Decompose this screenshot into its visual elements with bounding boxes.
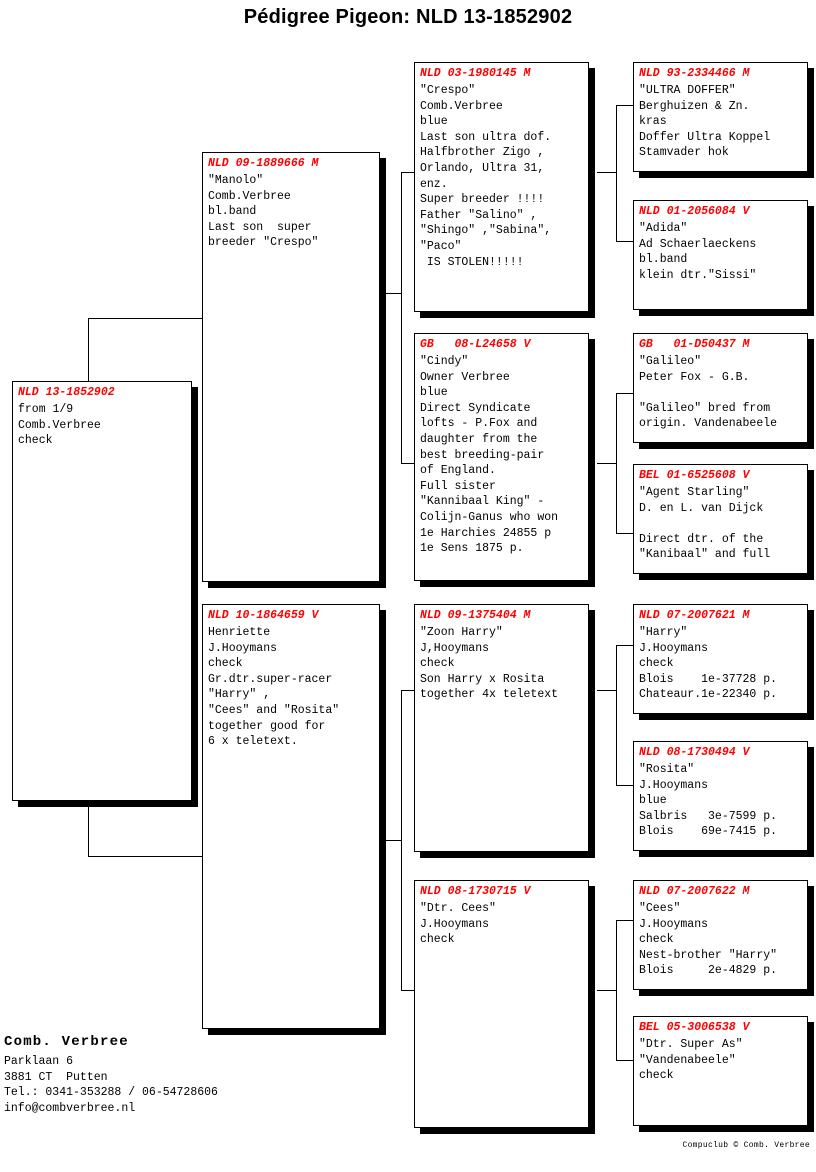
footer-contact-block: Comb. Verbree Parklaan 6 3881 CT Putten … (4, 1034, 324, 1116)
pedigree-id-dam-sire: NLD 09-1375404 M (420, 609, 531, 622)
pedigree-details-sire-dam: "Cindy" Owner Verbree blue Direct Syndic… (420, 355, 559, 556)
pedigree-details-sire-sire: "Crespo" Comb.Verbree blue Last son ultr… (420, 84, 552, 269)
pedigree-box-g4-8[interactable]: BEL 05-3006538 V "Dtr. Super As" "Vanden… (633, 1016, 808, 1126)
pedigree-id-root: NLD 13-1852902 (18, 386, 115, 399)
connector-g3-1-top (616, 105, 634, 106)
pedigree-id-g4-5: NLD 07-2007621 M (639, 609, 750, 622)
pedigree-box-root[interactable]: NLD 13-1852902 from 1/9 Comb.Verbree che… (12, 381, 192, 801)
connector-g3-1-stub (597, 172, 617, 173)
pedigree-id-sire-dam: GB 08-L24658 V (420, 338, 531, 351)
pedigree-id-g4-7: NLD 07-2007622 M (639, 885, 750, 898)
connector-g3-2-top (616, 393, 634, 394)
connector-sire-to-siredam (401, 463, 414, 464)
pedigree-box-g4-3[interactable]: GB 01-D50437 M "Galileo" Peter Fox - G.B… (633, 333, 808, 443)
pedigree-box-sire-sire[interactable]: NLD 03-1980145 M "Crespo" Comb.Verbree b… (414, 62, 589, 312)
pedigree-details-g4-5: "Harry" J.Hooymans check Blois 1e-37728 … (639, 626, 778, 702)
connector-root-to-dam (88, 856, 202, 857)
connector-g3-3-vertical (616, 645, 617, 785)
connector-sire-stub (386, 293, 402, 294)
connector-dam-to-damdam (401, 990, 414, 991)
pedigree-details-dam-dam: "Dtr. Cees" J.Hooymans check (420, 902, 496, 947)
pedigree-box-sire-dam[interactable]: GB 08-L24658 V "Cindy" Owner Verbree blu… (414, 333, 589, 581)
pedigree-box-g4-1[interactable]: NLD 93-2334466 M "ULTRA DOFFER" Berghuiz… (633, 62, 808, 172)
footer-credit: Compuclub © Comb. Verbree (682, 1141, 810, 1150)
pedigree-box-dam[interactable]: NLD 10-1864659 V Henriette J.Hooymans ch… (202, 604, 380, 1029)
pedigree-box-sire[interactable]: NLD 09-1889666 M "Manolo" Comb.Verbree b… (202, 152, 380, 582)
connector-g3-2-bottom (616, 533, 634, 534)
connector-dam-stub (386, 840, 402, 841)
pedigree-details-g4-8: "Dtr. Super As" "Vandenabeele" check (639, 1038, 743, 1083)
connector-sire-vertical (401, 172, 402, 463)
pedigree-box-g4-5[interactable]: NLD 07-2007621 M "Harry" J.Hooymans chec… (633, 604, 808, 714)
page-title: Pédigree Pigeon: NLD 13-1852902 (243, 6, 573, 28)
footer-address: Parklaan 6 3881 CT Putten Tel.: 0341-353… (4, 1055, 218, 1115)
connector-g3-4-bottom (616, 1060, 634, 1061)
connector-g3-1-bottom (616, 241, 634, 242)
connector-g3-2-stub (597, 463, 617, 464)
pedigree-id-sire-sire: NLD 03-1980145 M (420, 67, 531, 80)
pedigree-id-g4-2: NLD 01-2056084 V (639, 205, 750, 218)
pedigree-details-g4-2: "Adida" Ad Schaerlaeckens bl.band klein … (639, 222, 757, 282)
connector-g3-4-top (616, 920, 634, 921)
pedigree-details-root: from 1/9 Comb.Verbree check (18, 403, 101, 448)
pedigree-box-g4-7[interactable]: NLD 07-2007622 M "Cees" J.Hooymans check… (633, 880, 808, 990)
pedigree-details-g4-6: "Rosita" J.Hooymans blue Salbris 3e-7599… (639, 763, 778, 839)
connector-g3-3-top (616, 645, 634, 646)
footer-owner-name: Comb. Verbree (4, 1034, 129, 1050)
connector-g3-3-stub (597, 690, 617, 691)
pedigree-id-dam-dam: NLD 08-1730715 V (420, 885, 531, 898)
connector-g3-1-vertical (616, 105, 617, 241)
pedigree-box-g4-2[interactable]: NLD 01-2056084 V "Adida" Ad Schaerlaecke… (633, 200, 808, 310)
pedigree-details-g4-4: "Agent Starling" D. en L. van Dijck Dire… (639, 486, 771, 562)
pedigree-details-g4-3: "Galileo" Peter Fox - G.B. "Galileo" bre… (639, 355, 778, 431)
pedigree-box-g4-4[interactable]: BEL 01-6525608 V "Agent Starling" D. en … (633, 464, 808, 574)
pedigree-details-dam: Henriette J.Hooymans check Gr.dtr.super-… (208, 626, 340, 749)
pedigree-id-g4-1: NLD 93-2334466 M (639, 67, 750, 80)
pedigree-id-g4-4: BEL 01-6525608 V (639, 469, 750, 482)
connector-dam-to-damsire (401, 690, 414, 691)
pedigree-details-g4-1: "ULTRA DOFFER" Berghuizen & Zn. kras Dof… (639, 84, 771, 160)
pedigree-details-dam-sire: "Zoon Harry" J,Hooymans check Son Harry … (420, 626, 559, 702)
connector-sire-to-siresire (401, 172, 414, 173)
pedigree-box-dam-sire[interactable]: NLD 09-1375404 M "Zoon Harry" J,Hooymans… (414, 604, 589, 852)
pedigree-box-g4-6[interactable]: NLD 08-1730494 V "Rosita" J.Hooymans blu… (633, 741, 808, 851)
connector-g3-3-bottom (616, 785, 634, 786)
connector-root-to-sire (88, 318, 202, 319)
pedigree-details-sire: "Manolo" Comb.Verbree bl.band Last son s… (208, 174, 319, 250)
pedigree-id-g4-8: BEL 05-3006538 V (639, 1021, 750, 1034)
pedigree-details-g4-7: "Cees" J.Hooymans check Nest-brother "Ha… (639, 902, 778, 978)
pedigree-id-dam: NLD 10-1864659 V (208, 609, 319, 622)
pedigree-id-g4-3: GB 01-D50437 M (639, 338, 750, 351)
pedigree-id-sire: NLD 09-1889666 M (208, 157, 319, 170)
connector-g3-4-stub (597, 990, 617, 991)
pedigree-box-dam-dam[interactable]: NLD 08-1730715 V "Dtr. Cees" J.Hooymans … (414, 880, 589, 1128)
pedigree-id-g4-6: NLD 08-1730494 V (639, 746, 750, 759)
